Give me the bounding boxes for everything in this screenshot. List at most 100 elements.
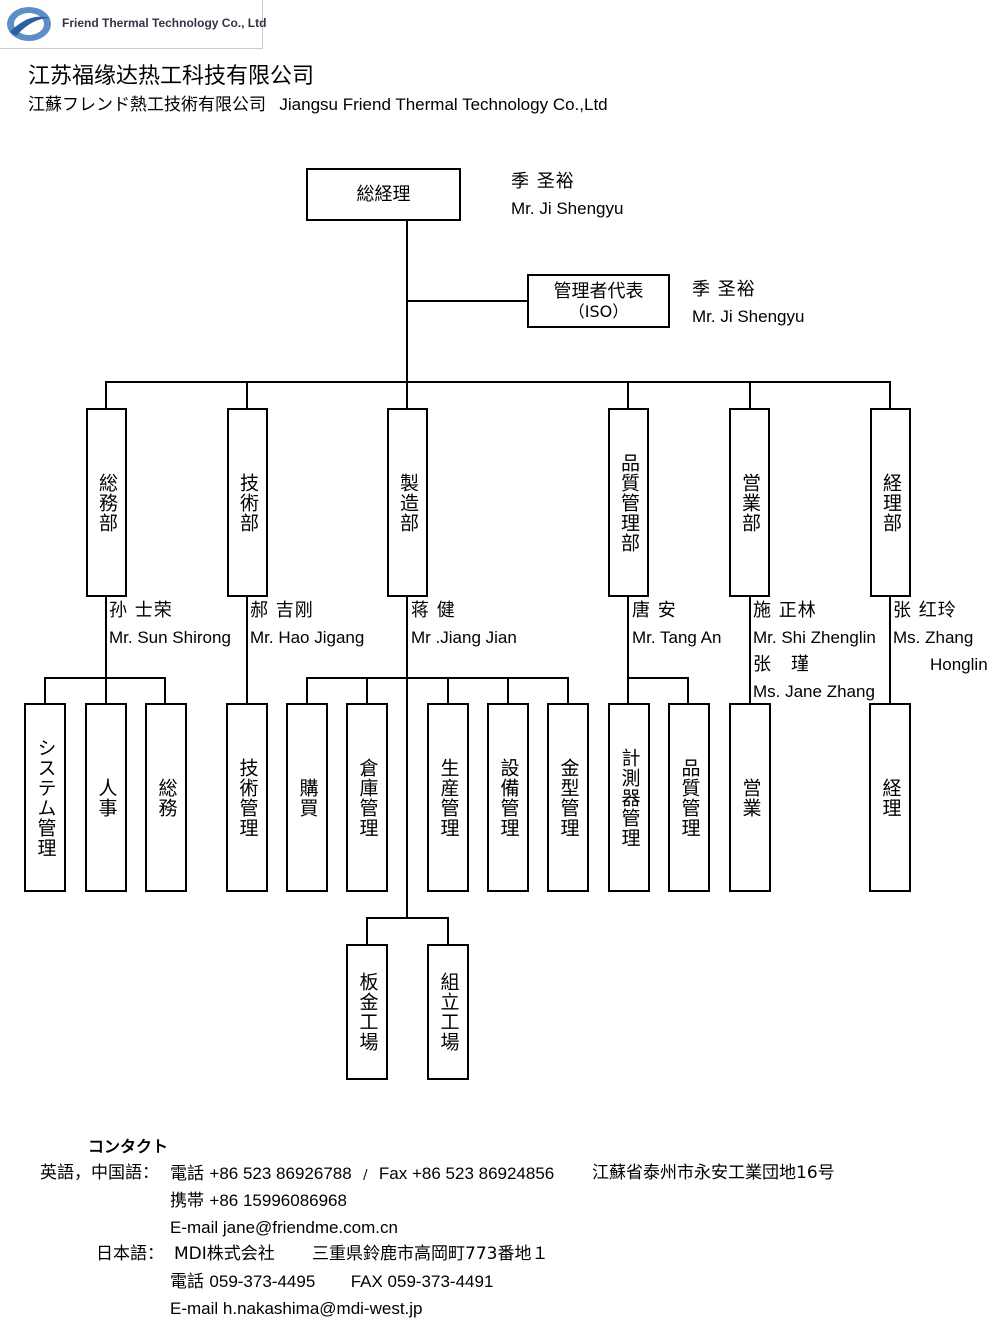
company-name-jp-en: 江蘇フレンド熱工技術有限公司 Jiangsu Friend Thermal Te… [28, 90, 608, 115]
fax2-number: FAX 059-373-4491 [350, 1272, 494, 1291]
dept-label: 品質管理部 [618, 452, 640, 553]
email-link-2[interactable]: E-mail h.nakashima@mdi-west.jp [170, 1299, 423, 1318]
person-name-cn: 施 正林 [753, 600, 817, 621]
tel-number: +86 523 86926788 [209, 1164, 352, 1183]
section-box: 倉庫管理 [346, 703, 388, 892]
dept-person-manufacturing: 蒋 健 Mr .Jiang Jian [411, 597, 517, 651]
contact-title: コンタクト [88, 1137, 169, 1156]
fax-number: Fax +86 523 86924856 [378, 1164, 555, 1183]
section-box: 生産管理 [427, 703, 469, 892]
person-name-en: Mr. Tang An [632, 628, 722, 647]
dept-person-engineering: 郝 吉刚 Mr. Hao Jigang [250, 597, 364, 651]
person-name-cn: 郝 吉刚 [250, 600, 314, 621]
company-logo-icon [7, 7, 51, 41]
section-box: 購買 [286, 703, 328, 892]
section-box: 営業 [729, 703, 771, 892]
logo-area: Friend Thermal Technology Co., Ltd [0, 0, 267, 49]
contact-mobile-line: 携帯 +86 15996086968 [170, 1187, 347, 1215]
section-box: 金型管理 [547, 703, 589, 892]
section-box: 計測器管理 [608, 703, 650, 892]
tel-label: 電話 [170, 1164, 204, 1184]
person-name-en: Mr. Ji Shengyu [511, 199, 624, 218]
person-name-cn: 季 圣裕 [692, 279, 756, 300]
person-name-cn: 孙 士荣 [109, 600, 173, 621]
address-cn: 江蘇省泰州市永安工業団地16号 [592, 1163, 835, 1183]
general-manager-person: 季 圣裕 Mr. Ji Shengyu [511, 168, 623, 222]
section-label: 技術管理 [236, 757, 259, 838]
dept-box-engineering: 技術部 [227, 408, 268, 597]
dept-label: 営業部 [739, 472, 761, 533]
section-label: 金型管理 [557, 757, 580, 838]
dept-box-sales: 営業部 [729, 408, 770, 597]
dept-box-quality: 品質管理部 [608, 408, 649, 597]
section-label: 品質管理 [678, 757, 701, 838]
company-name-jp: 江蘇フレンド熱工技術有限公司 [28, 95, 266, 115]
section-label: 購買 [296, 777, 319, 818]
factory-box-sheet-metal: 板金工場 [346, 944, 388, 1080]
contact-phone-line: 電話 +86 523 86926788 / Fax +86 523 869248… [170, 1160, 554, 1189]
general-manager-label: 総経理 [356, 183, 411, 205]
person-name-en-continued: Honglin [930, 655, 988, 674]
person-name-en: Mr. Sun Shirong [109, 628, 231, 647]
dept-box-accounting: 経理部 [870, 408, 911, 597]
tel2-number: 059-373-4495 [209, 1272, 316, 1291]
section-box: 経理 [869, 703, 911, 892]
person-name-cn: 蒋 健 [411, 600, 456, 621]
section-label: 総務 [155, 777, 178, 818]
person-name-cn: 季 圣裕 [511, 171, 575, 192]
dept-person-general-affairs: 孙 士荣 Mr. Sun Shirong [109, 597, 231, 651]
person-name-cn: 唐 安 [632, 600, 677, 621]
section-label: 生産管理 [437, 757, 460, 838]
general-manager-box: 総経理 [306, 168, 461, 221]
iso-representative-box: 管理者代表 （ISO） [527, 274, 670, 328]
dept-person-sales: 施 正林 Mr. Shi Zhenglin 张 瑾 Ms. Jane Zhang [753, 597, 876, 705]
section-box: 総務 [145, 703, 187, 892]
person-name-en: Ms. Zhang [893, 628, 974, 647]
contact-lang2-label: 日本語： [96, 1244, 164, 1264]
iso-rep-label: 管理者代表 [553, 280, 644, 302]
dept-label: 技術部 [237, 472, 259, 533]
person-name-en: Mr. Hao Jigang [250, 628, 365, 647]
email-link-1[interactable]: E-mail jane@friendme.com.cn [170, 1218, 398, 1237]
section-box: システム管理 [24, 703, 66, 892]
person-name-en: Mr. Shi Zhenglin [753, 628, 876, 647]
section-box: 技術管理 [226, 703, 268, 892]
section-label: 人事 [95, 777, 118, 818]
section-label: 倉庫管理 [356, 757, 379, 838]
company-name-cn: 江苏福缘达热工科技有限公司 [28, 64, 315, 89]
separator: / [363, 1168, 368, 1183]
dept-box-manufacturing: 製造部 [387, 408, 428, 597]
section-label: 設備管理 [497, 757, 520, 838]
dept-box-general-affairs: 総務部 [86, 408, 127, 597]
iso-rep-sublabel: （ISO） [568, 302, 629, 322]
contact-lang1-label: 英語，中国語： [40, 1163, 159, 1183]
section-label: システム管理 [34, 737, 57, 858]
factory-label: 板金工場 [356, 972, 379, 1052]
tel2-label: 電話 [170, 1272, 204, 1292]
dept-label: 製造部 [397, 472, 419, 533]
section-box: 人事 [85, 703, 127, 892]
iso-rep-person: 季 圣裕 Mr. Ji Shengyu [692, 276, 804, 330]
dept-person-quality: 唐 安 Mr. Tang An [632, 597, 721, 651]
dept-label: 経理部 [880, 472, 902, 533]
person-name-en: Mr .Jiang Jian [411, 628, 517, 647]
person-name-en: Mr. Ji Shengyu [692, 307, 805, 326]
address-jp: 三重県鈴鹿市高岡町773番地１ [312, 1244, 549, 1264]
section-box: 設備管理 [487, 703, 529, 892]
dept-label: 総務部 [96, 472, 118, 533]
contact-phone2-line: 電話 059-373-4495 FAX 059-373-4491 [170, 1268, 493, 1296]
factory-label: 組立工場 [437, 972, 460, 1052]
section-label: 営業 [739, 777, 762, 818]
person2-name-cn: 张 瑾 [753, 654, 810, 675]
mobile-label: 携帯 [170, 1191, 204, 1211]
section-box: 品質管理 [668, 703, 710, 892]
factory-box-assembly: 組立工場 [427, 944, 469, 1080]
logo-text: Friend Thermal Technology Co., Ltd [62, 16, 267, 30]
mdi-company: MDI株式会社 [174, 1244, 275, 1264]
person-name-cn: 张 红玲 [893, 600, 957, 621]
company-name-en: Jiangsu Friend Thermal Technology Co.,Lt… [279, 95, 608, 114]
person2-name-en: Ms. Jane Zhang [753, 682, 875, 701]
dept-person-accounting: 张 红玲 Ms. Zhang Honglin [893, 597, 988, 678]
section-label: 経理 [879, 777, 902, 818]
section-label: 計測器管理 [618, 747, 641, 848]
